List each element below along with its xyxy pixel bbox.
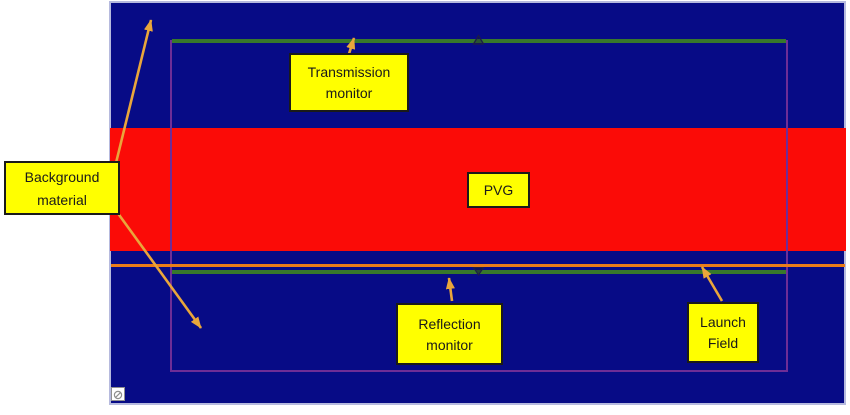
- reflection-monitor-label-line1: Reflection: [418, 315, 481, 332]
- transmission-monitor-label-line1: Transmission: [307, 64, 391, 80]
- launch-field-label: Launch Field: [687, 302, 759, 363]
- pvg-label-text: PVG: [483, 182, 514, 198]
- reflection-monitor-line: [172, 270, 786, 274]
- reflection-monitor-label: Reflection monitor: [396, 303, 503, 365]
- transmission-monitor-label: Transmission monitor: [289, 53, 409, 112]
- launch-field-label-line2: Field: [707, 335, 739, 351]
- background-material-label-line1: Background: [24, 168, 100, 185]
- background-material-label-line2: material: [37, 191, 87, 208]
- background-material-label: Background material: [4, 161, 120, 215]
- launch-field-label-line1: Launch: [700, 314, 746, 330]
- pvg-label: PVG: [467, 172, 530, 208]
- broken-image-icon: [111, 387, 125, 401]
- reflection-monitor-label-line2: monitor: [426, 336, 473, 353]
- transmission-monitor-label-line2: monitor: [325, 85, 373, 101]
- launch-field-line: [111, 264, 845, 267]
- transmission-monitor-line: [172, 39, 786, 43]
